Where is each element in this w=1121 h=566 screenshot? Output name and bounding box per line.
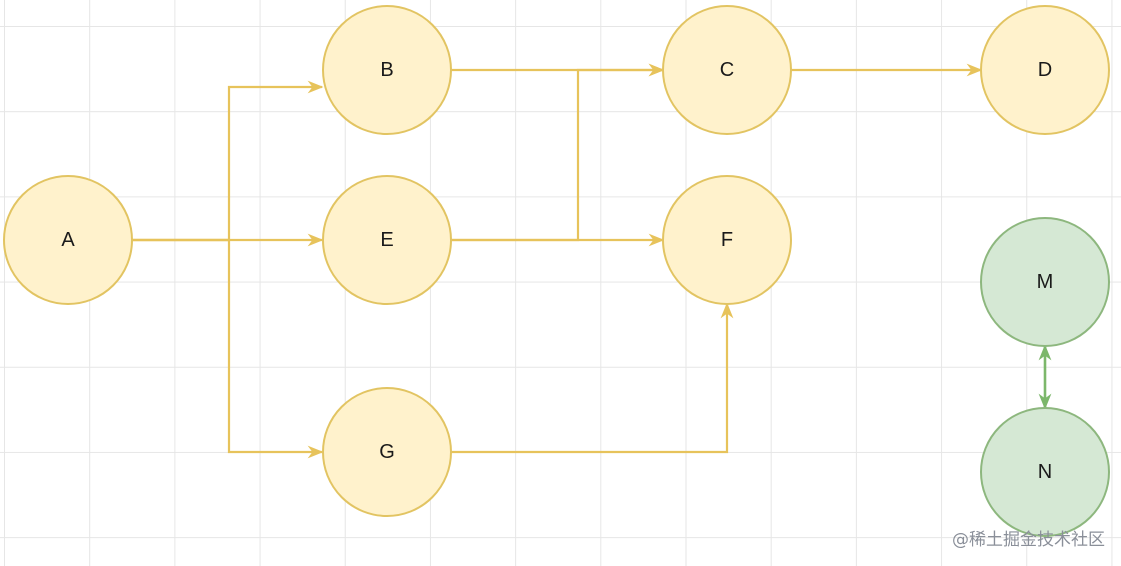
nodes-layer: A B C D E F G M N xyxy=(3,5,1110,537)
node-n[interactable]: N xyxy=(980,407,1110,537)
node-e[interactable]: E xyxy=(322,175,452,305)
node-d-label: D xyxy=(1038,59,1052,81)
node-b-label: B xyxy=(380,59,393,81)
edges-layer xyxy=(132,63,1052,459)
node-f-label: F xyxy=(721,229,733,251)
edge-a-to-g[interactable] xyxy=(132,238,324,459)
node-d[interactable]: D xyxy=(980,5,1110,135)
node-n-circle xyxy=(980,407,1110,537)
node-n-label: N xyxy=(1038,461,1052,483)
edge-g-to-f[interactable] xyxy=(451,302,734,454)
node-a-label: A xyxy=(61,229,75,251)
node-e-circle xyxy=(322,175,452,305)
edge-e-to-c[interactable] xyxy=(451,63,665,242)
node-c-label: C xyxy=(720,59,734,81)
node-g-label: G xyxy=(379,441,395,463)
node-b-circle xyxy=(322,5,452,135)
node-m[interactable]: M xyxy=(980,217,1110,347)
node-b[interactable]: B xyxy=(322,5,452,135)
node-a[interactable]: A xyxy=(3,175,133,305)
node-d-circle xyxy=(980,5,1110,135)
node-e-label: E xyxy=(380,229,393,251)
node-a-circle xyxy=(3,175,133,305)
node-f-circle xyxy=(662,175,792,305)
node-g-circle xyxy=(322,387,452,517)
node-f[interactable]: F xyxy=(662,175,792,305)
edge-a-to-b[interactable] xyxy=(132,80,324,242)
watermark-text: @稀土掘金技术社区 xyxy=(952,530,1105,550)
node-m-circle xyxy=(980,217,1110,347)
node-g[interactable]: G xyxy=(322,387,452,517)
node-c-circle xyxy=(662,5,792,135)
node-m-label: M xyxy=(1037,271,1054,293)
node-c[interactable]: C xyxy=(662,5,792,135)
